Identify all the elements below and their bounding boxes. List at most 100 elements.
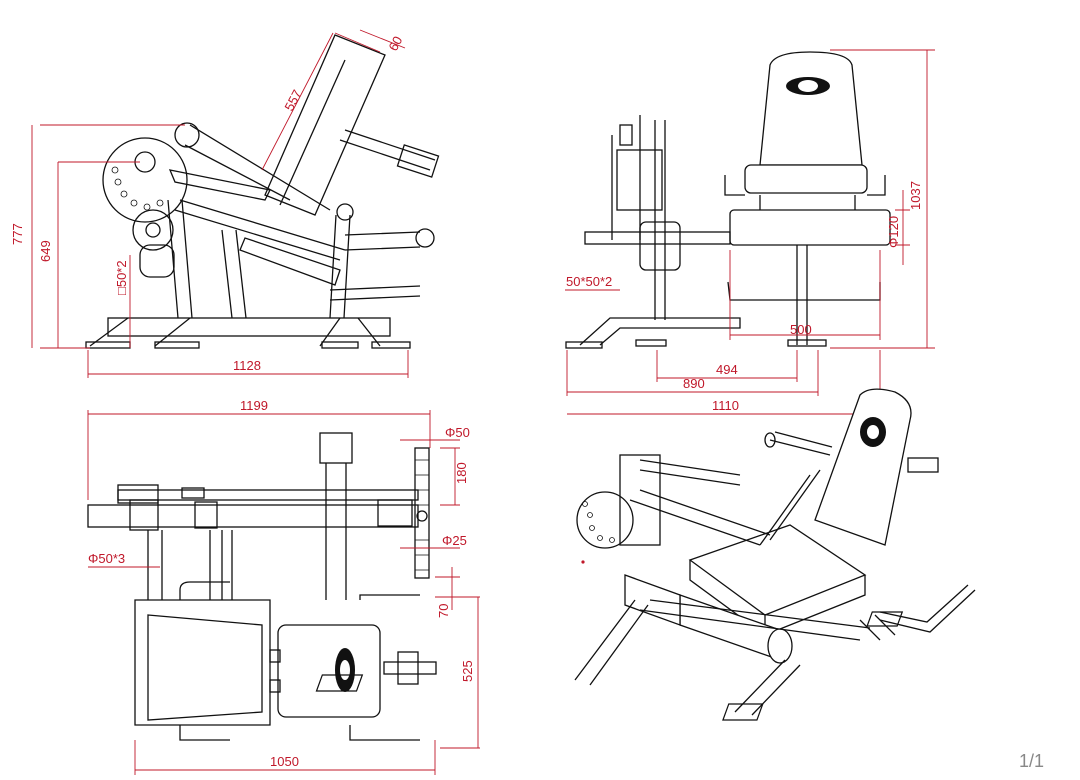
side-foot-4 <box>371 341 411 349</box>
rear-base <box>579 317 741 346</box>
rear-center-post <box>796 245 808 345</box>
dim-70-label: 70 <box>436 604 451 618</box>
iso-disc-holes <box>582 501 615 543</box>
dim-777-lines <box>31 124 185 349</box>
rear-seat-supports <box>759 195 856 210</box>
side-seat-rail <box>174 199 346 261</box>
top-plate-peg <box>414 447 430 579</box>
rear-seatback <box>759 51 863 166</box>
side-handle-bar <box>339 129 436 171</box>
side-weight-disc <box>102 137 188 223</box>
dim-494-label: 494 <box>716 362 738 377</box>
top-cable-clamp <box>181 487 205 499</box>
top-knob <box>416 510 428 522</box>
dim-120-lines <box>895 190 910 265</box>
side-foot-lever <box>344 231 421 251</box>
dim-1199-label: 1199 <box>240 398 268 413</box>
top-cable-rail <box>117 489 419 501</box>
dim-500-label: 500 <box>790 322 812 337</box>
dim-1110-label: 1110 <box>712 398 739 413</box>
side-disc-holes <box>111 166 164 211</box>
side-plate-center <box>145 222 161 238</box>
dim-890-label: 890 <box>683 376 705 391</box>
isometric-view <box>315 388 976 721</box>
dim-50x3-label: Φ50*3 <box>88 551 125 566</box>
iso-foot-lever <box>879 584 976 633</box>
dim-649-label: 649 <box>38 240 53 262</box>
top-left-bracket <box>129 499 159 531</box>
dim-50-label: Φ50 <box>445 425 470 440</box>
iso-seat <box>688 524 867 616</box>
top-center-post <box>325 463 347 600</box>
side-pivot <box>336 203 354 221</box>
rear-logo-icon <box>786 77 830 95</box>
iso-left-frame <box>619 454 661 546</box>
top-main-rail <box>87 504 419 528</box>
dim-500-lines <box>729 250 881 340</box>
iso-foot-rear-right <box>866 611 904 627</box>
rear-foot-mid <box>635 339 667 347</box>
rear-foot-left <box>565 341 603 349</box>
side-foot-1 <box>85 341 131 349</box>
iso-backrest <box>814 388 912 546</box>
side-plate-hub <box>132 209 174 251</box>
rear-plate <box>639 221 681 271</box>
dim-50x2-label: □50*2 <box>114 260 129 295</box>
top-side-rails-right <box>349 594 420 741</box>
top-handle <box>383 661 437 675</box>
dim-525-label: 525 <box>460 660 475 682</box>
dim-557-lines <box>261 32 381 171</box>
page-indicator: 1/1 <box>1018 751 1044 771</box>
dim-60-label: 60 <box>385 34 405 54</box>
rear-armrests <box>724 175 886 196</box>
top-handle-block <box>397 651 419 685</box>
top-seat <box>277 624 381 718</box>
rear-roller-pad <box>729 209 891 246</box>
top-pin-2 <box>269 679 281 693</box>
side-lower-lever <box>329 285 421 301</box>
side-posts <box>167 199 247 319</box>
side-feet-struts <box>89 317 381 347</box>
iso-base-legs <box>574 599 896 716</box>
dim-180-lines <box>440 447 460 506</box>
iso-leg-arm <box>629 469 821 546</box>
iso-base-frame <box>639 599 871 641</box>
iso-foot-front-left <box>315 674 364 692</box>
iso-weight-disc <box>576 491 634 549</box>
rear-view: 1037 Φ120 50*50*2 500 494 890 1110 <box>565 49 935 418</box>
top-roller-pad-inner <box>147 614 263 721</box>
side-top-pulley <box>174 122 200 148</box>
side-foot-2 <box>154 341 200 349</box>
side-backrest <box>264 34 386 216</box>
side-base-rail <box>107 317 391 337</box>
dim-890-lines <box>566 350 819 396</box>
dim-60-line <box>359 29 406 49</box>
dim-120-label: Φ120 <box>886 216 901 248</box>
iso-foot-front-right <box>722 703 764 721</box>
top-logo-icon <box>335 648 355 692</box>
dim-1128-label: 1128 <box>233 358 261 373</box>
iso-red-dot <box>581 560 585 564</box>
rear-seat-cushion <box>744 164 868 194</box>
side-seat-pad <box>239 237 341 286</box>
iso-roller-end <box>767 628 793 664</box>
top-cam-block <box>117 484 159 504</box>
side-rear-post <box>329 214 351 319</box>
dim-1037-lines <box>830 49 935 349</box>
iso-shin-end <box>764 432 776 448</box>
rear-cam-box <box>616 149 663 211</box>
dim-1128-lines <box>87 350 409 378</box>
dim-557-label: 557 <box>281 87 304 113</box>
rear-left-frame <box>611 115 666 320</box>
side-plate-stack <box>139 244 175 278</box>
dim-494-lines <box>656 350 798 382</box>
top-peg-ticks <box>415 459 429 571</box>
dim-649-lines <box>57 161 140 348</box>
iso-side-handle <box>907 457 939 473</box>
side-view: 777 649 □50*2 1128 557 60 <box>10 29 440 378</box>
rear-cam-cap <box>619 124 633 146</box>
top-roller-pad <box>134 599 271 726</box>
dim-1199-lines <box>87 410 431 500</box>
rear-foot-right <box>787 339 827 347</box>
